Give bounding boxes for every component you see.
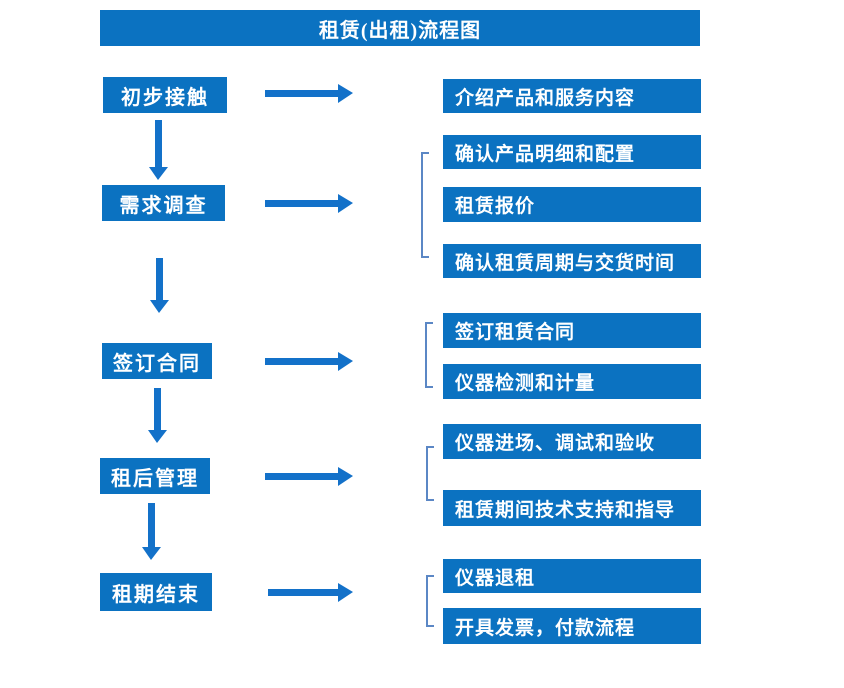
detail-box-instrument-return: 仪器退租 (443, 559, 701, 593)
stage-box-sign-contract: 签订合同 (102, 343, 212, 379)
detail-box-introduce-products: 介绍产品和服务内容 (443, 79, 701, 113)
group-bracket (425, 322, 433, 388)
down-arrow-icon (150, 258, 169, 313)
right-arrow-icon (265, 194, 353, 213)
down-arrow-icon (142, 503, 161, 560)
detail-box-instrument-testing: 仪器检测和计量 (443, 364, 701, 399)
detail-box-invoice-payment: 开具发票，付款流程 (443, 608, 701, 644)
detail-box-rental-quote: 租赁报价 (443, 187, 701, 222)
right-arrow-icon (265, 84, 353, 103)
down-arrow-icon (149, 120, 168, 180)
down-arrow-icon (148, 388, 167, 443)
stage-box-post-rental-management: 租后管理 (100, 458, 210, 494)
stage-box-demand-survey: 需求调查 (102, 185, 225, 221)
stage-box-rental-end: 租期结束 (100, 573, 212, 611)
right-arrow-icon (268, 583, 353, 602)
flowchart-title: 租赁(出租)流程图 (100, 10, 700, 46)
detail-box-confirm-product-details: 确认产品明细和配置 (443, 135, 701, 169)
stage-box-initial-contact: 初步接触 (103, 77, 227, 113)
detail-box-technical-support: 租赁期间技术支持和指导 (443, 490, 701, 526)
right-arrow-icon (265, 352, 353, 371)
group-bracket (426, 575, 434, 627)
group-bracket (421, 152, 429, 258)
detail-box-confirm-rental-period: 确认租赁周期与交货时间 (443, 244, 701, 278)
detail-box-instrument-entry: 仪器进场、调试和验收 (443, 424, 701, 459)
detail-box-sign-rental-contract: 签订租赁合同 (443, 313, 701, 348)
right-arrow-icon (265, 467, 353, 486)
group-bracket (426, 446, 434, 501)
